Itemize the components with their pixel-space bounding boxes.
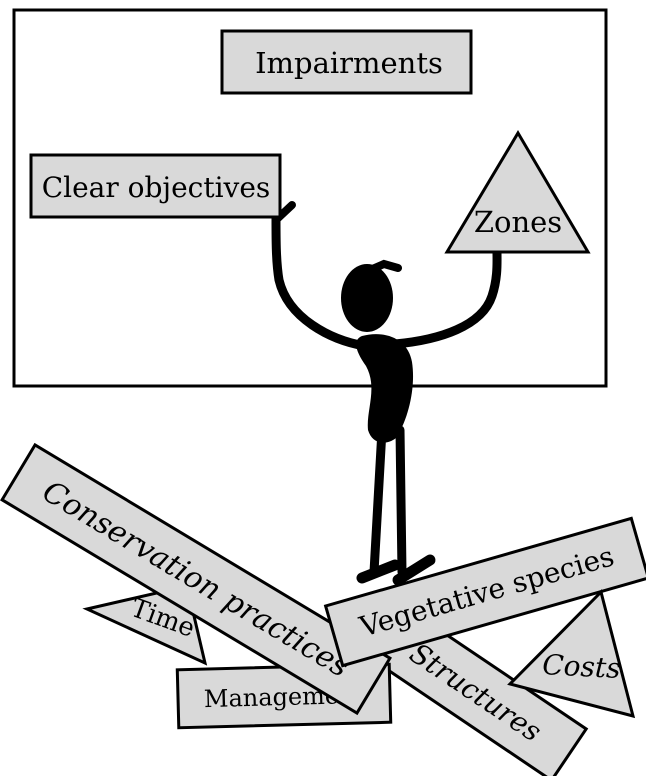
right-foot bbox=[392, 554, 436, 586]
conservation-practices-box bbox=[0, 442, 392, 716]
zones-triangle bbox=[444, 130, 591, 254]
clear-objectives-sign: Clear objectives bbox=[29, 153, 282, 219]
left-leg bbox=[369, 425, 387, 577]
zones-label: Zones bbox=[474, 205, 562, 239]
clear-objectives-box bbox=[29, 153, 282, 219]
stick-figure bbox=[271, 201, 502, 586]
left-arm bbox=[271, 213, 370, 351]
cap bbox=[352, 259, 402, 280]
head bbox=[341, 264, 393, 332]
torso bbox=[356, 334, 414, 443]
impairments-box bbox=[220, 29, 473, 95]
clear-objectives-label: Clear objectives bbox=[42, 171, 271, 204]
vegetative-species-box bbox=[323, 516, 646, 668]
left-foot bbox=[356, 559, 401, 584]
costs-sign: Costs bbox=[507, 589, 636, 719]
impairments-sign: Impairments bbox=[220, 29, 473, 95]
right-leg bbox=[395, 425, 407, 577]
zones-sign: Zones bbox=[444, 130, 591, 254]
impairments-label: Impairments bbox=[255, 46, 443, 80]
costs-label: Costs bbox=[542, 648, 622, 685]
right-arm bbox=[390, 247, 502, 349]
costs-triangle bbox=[507, 589, 636, 719]
